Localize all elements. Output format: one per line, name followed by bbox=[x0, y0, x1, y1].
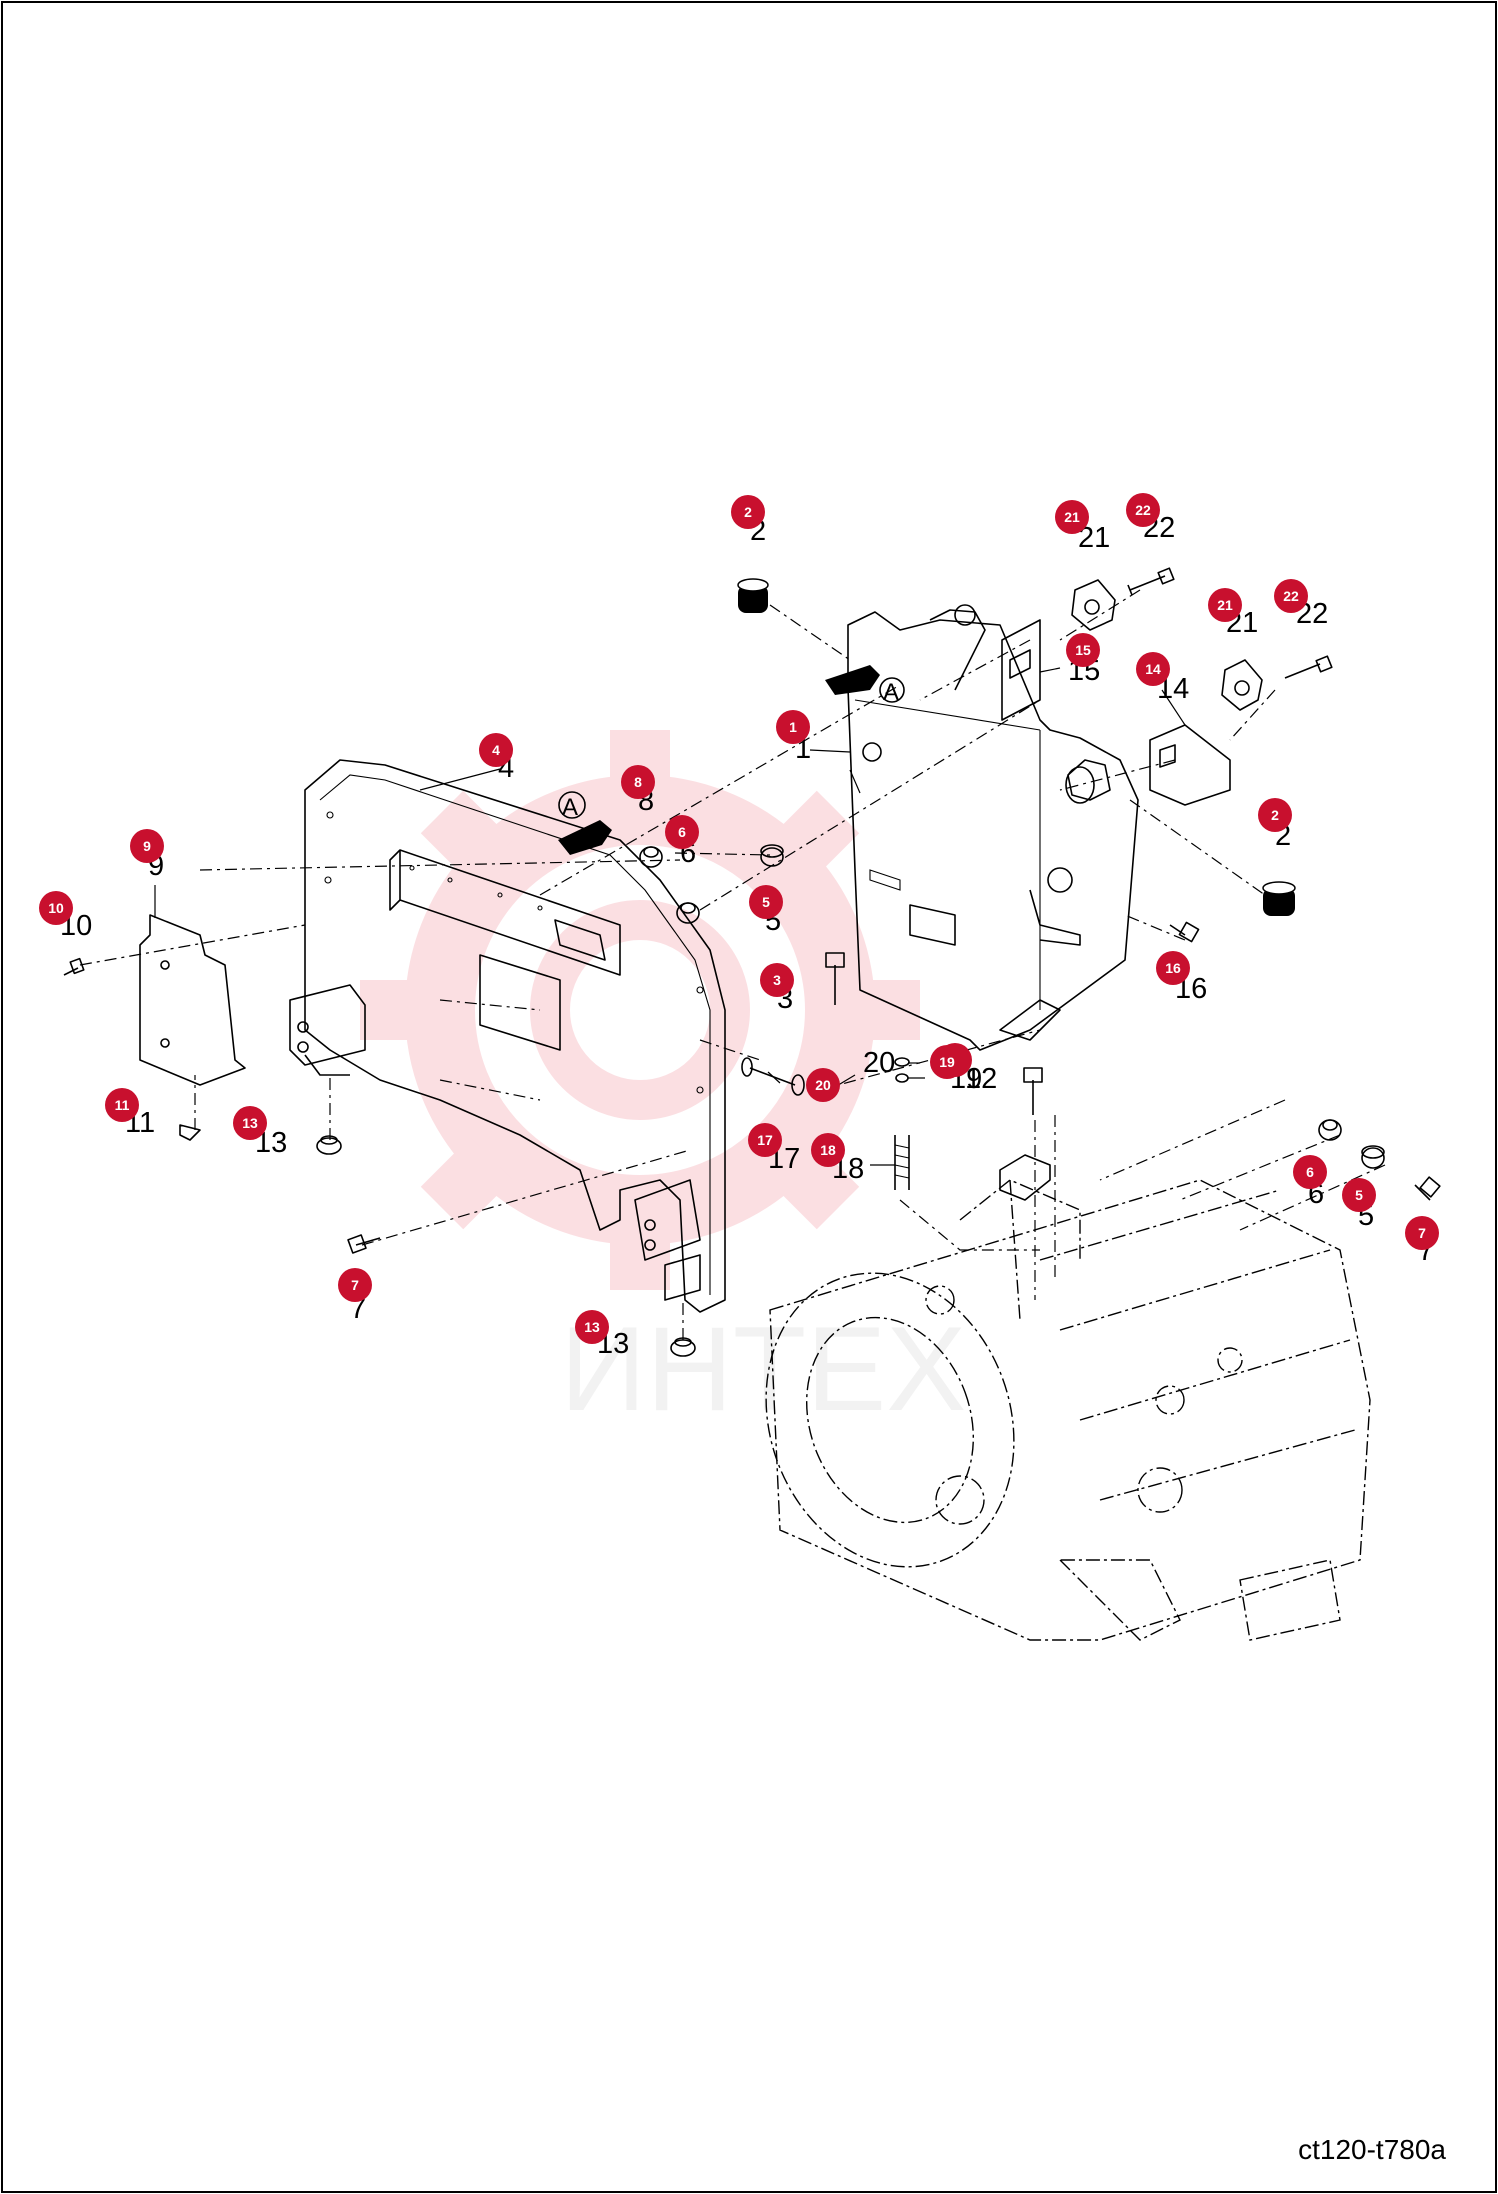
callout-15[interactable]: 15 bbox=[1066, 633, 1100, 667]
svg-text:4: 4 bbox=[492, 742, 500, 758]
callout-7a[interactable]: 7 bbox=[1405, 1216, 1439, 1250]
svg-text:14: 14 bbox=[1145, 661, 1161, 677]
rubber-mounts bbox=[737, 578, 1296, 916]
callout-4[interactable]: 4 bbox=[479, 733, 513, 767]
callout-markers: 1 2 2 3 4 5 5 6 6 7 7 8 9 10 11 12 13 13… bbox=[39, 493, 1439, 1344]
callout-18[interactable]: 18 bbox=[811, 1133, 845, 1167]
cover-plate bbox=[139, 914, 246, 1141]
part-label-20: 20 bbox=[863, 1047, 895, 1079]
callout-22a[interactable]: 22 bbox=[1126, 493, 1160, 527]
callout-1[interactable]: 1 bbox=[776, 710, 810, 744]
callout-19[interactable]: 19 bbox=[930, 1045, 964, 1079]
callout-22b[interactable]: 22 bbox=[1274, 579, 1308, 613]
svg-text:6: 6 bbox=[678, 824, 686, 840]
callout-6a[interactable]: 6 bbox=[665, 815, 699, 849]
view-marker-left: A bbox=[562, 794, 578, 821]
callout-13a[interactable]: 13 bbox=[233, 1106, 267, 1140]
svg-text:10: 10 bbox=[48, 900, 64, 916]
svg-text:13: 13 bbox=[584, 1319, 600, 1335]
part-label-12: 12 bbox=[965, 1063, 997, 1095]
arrow-a-right-icon: A bbox=[825, 665, 905, 706]
svg-text:13: 13 bbox=[242, 1115, 258, 1131]
callout-14[interactable]: 14 bbox=[1136, 652, 1170, 686]
number-leaders bbox=[154, 667, 1186, 1166]
callout-16[interactable]: 16 bbox=[1156, 951, 1190, 985]
svg-text:17: 17 bbox=[757, 1132, 773, 1148]
svg-text:11: 11 bbox=[115, 1097, 130, 1113]
view-marker-right: A bbox=[883, 679, 899, 706]
arrow-a-left-icon: A bbox=[558, 791, 612, 855]
callout-3[interactable]: 3 bbox=[760, 963, 794, 997]
svg-text:5: 5 bbox=[762, 894, 770, 910]
svg-text:15: 15 bbox=[1075, 642, 1091, 658]
callout-9[interactable]: 9 bbox=[130, 829, 164, 863]
watermark: ИНТЕХ bbox=[360, 730, 966, 1436]
main-bracket: A bbox=[825, 604, 1139, 1051]
callout-2b[interactable]: 2 bbox=[1258, 798, 1292, 832]
svg-text:1: 1 bbox=[789, 719, 797, 735]
callout-21a[interactable]: 21 bbox=[1055, 500, 1089, 534]
callout-20[interactable]: 20 bbox=[806, 1068, 840, 1102]
svg-text:2: 2 bbox=[1271, 807, 1279, 823]
bushings bbox=[316, 844, 1385, 1357]
svg-text:7: 7 bbox=[1418, 1225, 1426, 1241]
svg-text:22: 22 bbox=[1135, 502, 1151, 518]
svg-text:21: 21 bbox=[1217, 597, 1233, 613]
svg-text:19: 19 bbox=[939, 1054, 955, 1070]
svg-text:3: 3 bbox=[773, 972, 781, 988]
assembly-leaders bbox=[79, 589, 1386, 1340]
svg-text:16: 16 bbox=[1165, 960, 1181, 976]
svg-text:22: 22 bbox=[1283, 588, 1299, 604]
svg-text:8: 8 bbox=[634, 774, 642, 790]
svg-text:6: 6 bbox=[1306, 1164, 1314, 1180]
callout-5b[interactable]: 5 bbox=[1342, 1178, 1376, 1212]
small-brackets bbox=[1001, 579, 1263, 806]
svg-text:9: 9 bbox=[143, 838, 151, 854]
callout-5a[interactable]: 5 bbox=[749, 885, 783, 919]
figure-reference-code: ct120-t780a bbox=[1298, 2134, 1446, 2165]
callout-8[interactable]: 8 bbox=[621, 765, 655, 799]
svg-text:5: 5 bbox=[1355, 1187, 1363, 1203]
svg-text:18: 18 bbox=[820, 1142, 836, 1158]
callout-7b[interactable]: 7 bbox=[338, 1268, 372, 1302]
svg-text:7: 7 bbox=[351, 1277, 359, 1293]
callout-21b[interactable]: 21 bbox=[1208, 588, 1242, 622]
callout-13b[interactable]: 13 bbox=[575, 1310, 609, 1344]
svg-text:2: 2 bbox=[744, 504, 752, 520]
svg-text:21: 21 bbox=[1064, 509, 1080, 525]
part-number-labels: 1 2 2 3 4 5 5 6 6 7 7 8 9 10 11 12 13 13… bbox=[60, 512, 1434, 1360]
callout-11[interactable]: 11 bbox=[105, 1088, 139, 1122]
callout-10[interactable]: 10 bbox=[39, 891, 73, 925]
transmission-housing bbox=[765, 1179, 1371, 1641]
side-frame: A bbox=[289, 759, 726, 1313]
callout-6b[interactable]: 6 bbox=[1293, 1155, 1327, 1189]
callout-2a[interactable]: 2 bbox=[731, 495, 765, 529]
bolts bbox=[63, 567, 1441, 1254]
svg-text:20: 20 bbox=[815, 1077, 831, 1093]
watermark-text: ИНТЕХ bbox=[560, 1302, 966, 1436]
callout-17[interactable]: 17 bbox=[748, 1123, 782, 1157]
